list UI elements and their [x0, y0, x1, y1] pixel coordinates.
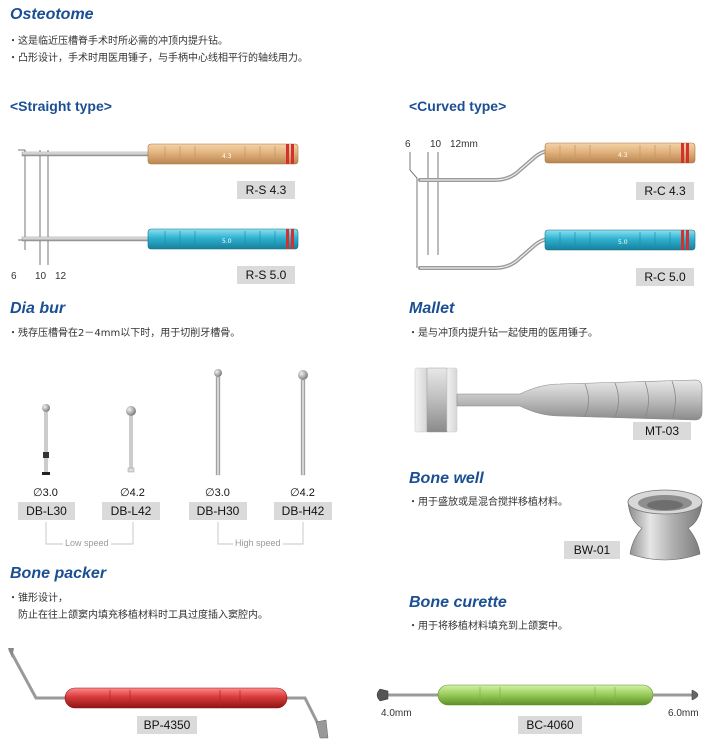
- bone-packer-title: Bone packer: [10, 565, 107, 582]
- osteotome-title: Osteotome: [10, 6, 94, 23]
- handle-mark-c-5-0: 5.0: [618, 239, 628, 246]
- bone-curette-description: 用于将移植材料填充到上颌窦中。: [408, 618, 568, 635]
- mallet-desc-line-1: 是与冲顶内提升钻一起使用的医用锤子。: [408, 325, 598, 342]
- mallet-description: 是与冲顶内提升钻一起使用的医用锤子。: [408, 325, 598, 342]
- dim-10: 10: [35, 271, 47, 282]
- bone-curette-illustration: [376, 684, 699, 706]
- model-label-db-l42: DB-L42: [102, 502, 160, 520]
- model-label-r-s-4-3: R-S 4.3: [237, 181, 295, 199]
- dim-6: 6: [11, 271, 17, 282]
- model-label-bp-4350: BP-4350: [137, 716, 197, 734]
- dia-bur-desc-line-1: 残存压槽骨在2－4mm以下时，用于切削牙槽骨。: [8, 325, 240, 342]
- bone-packer-illustration: [8, 648, 329, 739]
- diameter-db-l30: ∅3.0: [33, 487, 58, 499]
- bone-well-desc-line-1: 用于盛放或是混合搅拌移植材料。: [408, 494, 568, 511]
- mallet-title: Mallet: [409, 300, 455, 317]
- bone-curette-title: Bone curette: [409, 594, 507, 611]
- handle-mark-5-0: 5.0: [222, 238, 232, 245]
- diameter-db-h30: ∅3.0: [205, 487, 230, 499]
- speed-label-high: High speed: [233, 538, 283, 548]
- model-label-mt-03: MT-03: [633, 422, 691, 440]
- dim-12-curved: 12mm: [450, 139, 478, 150]
- mallet-illustration: [414, 367, 703, 433]
- model-label-r-c-5-0: R-C 5.0: [636, 268, 694, 286]
- dia-bur-description: 残存压槽骨在2－4mm以下时，用于切削牙槽骨。: [8, 325, 240, 342]
- speed-label-low: Low speed: [63, 538, 111, 548]
- bone-well-title: Bone well: [409, 470, 484, 487]
- model-label-db-h42: DB-H42: [274, 502, 332, 520]
- bone-well-illustration: [627, 489, 703, 561]
- osteotome-desc-line-1: 这是临近压槽脊手术时所必需的冲顶内提升钻。: [8, 33, 308, 50]
- handle-mark-4-3: 4.3: [222, 153, 232, 160]
- diameter-db-l42: ∅4.2: [120, 487, 145, 499]
- bone-curette-desc-line-1: 用于将移植材料填充到上颌窦中。: [408, 618, 568, 635]
- bone-well-description: 用于盛放或是混合搅拌移植材料。: [408, 494, 568, 511]
- handle-mark-c-4-3: 4.3: [618, 152, 628, 159]
- model-label-r-c-4-3: R-C 4.3: [636, 182, 694, 200]
- dim-6-curved: 6: [405, 139, 411, 150]
- dim-10-curved: 10: [430, 139, 442, 150]
- bone-packer-desc-line-1: 锥形设计，: [8, 590, 268, 607]
- osteotome-description: 这是临近压槽脊手术时所必需的冲顶内提升钻。 凸形设计，手术时用医用锤子，与手柄中…: [8, 33, 308, 67]
- model-label-db-h30: DB-H30: [189, 502, 247, 520]
- bone-packer-desc-line-2: 防止在往上颌窦内填充移植材料时工具过度插入窦腔内。: [18, 610, 268, 621]
- bone-packer-description: 锥形设计， 防止在往上颌窦内填充移植材料时工具过度插入窦腔内。: [8, 590, 268, 624]
- model-label-r-s-5-0: R-S 5.0: [237, 266, 295, 284]
- model-label-bw-01: BW-01: [564, 541, 620, 559]
- curved-type-title: <Curved type>: [409, 98, 507, 114]
- model-label-db-l30: DB-L30: [18, 502, 75, 520]
- model-label-bc-4060: BC-4060: [518, 716, 582, 734]
- curette-dim-6mm: 6.0mm: [668, 708, 699, 719]
- dim-12: 12: [55, 271, 67, 282]
- osteotome-desc-line-2: 凸形设计，手术时用医用锤子，与手柄中心线相平行的轴线用力。: [8, 50, 308, 67]
- curette-dim-4mm: 4.0mm: [381, 708, 412, 719]
- speed-brackets: [45, 522, 304, 545]
- dia-bur-title: Dia bur: [10, 300, 66, 317]
- straight-osteotome-illustration: 4.3 5.0: [18, 143, 299, 265]
- straight-type-title: <Straight type>: [10, 98, 112, 114]
- diameter-db-h42: ∅4.2: [290, 487, 315, 499]
- curved-osteotome-illustration: 4.3 5.0: [409, 142, 696, 270]
- dia-bur-illustration: [42, 369, 308, 476]
